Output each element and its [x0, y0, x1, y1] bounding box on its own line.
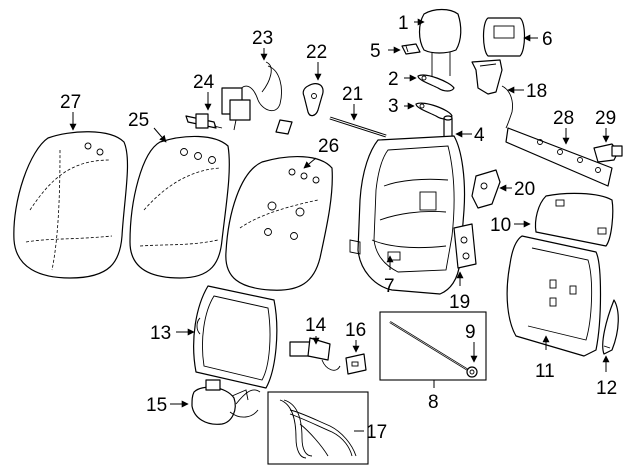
callout-25: 25 [128, 110, 149, 131]
callout-18: 18 [526, 81, 547, 102]
part-27-cushion-cover [13, 131, 129, 279]
part-7-seat-frame [349, 135, 466, 295]
part-5-clip [401, 43, 421, 55]
callout-6: 6 [542, 29, 553, 50]
part-13-lumbar-mat [193, 285, 278, 389]
callout-26: 26 [318, 136, 339, 157]
callout-22: 22 [306, 42, 327, 63]
callout-20: 20 [514, 179, 535, 200]
callout-8: 8 [428, 392, 439, 413]
part-1-headrest [418, 8, 462, 76]
callout-24: 24 [193, 72, 215, 93]
part-19-recliner-motor [453, 223, 477, 269]
part-22-lever [302, 83, 324, 117]
part-29-plug [593, 143, 623, 163]
part-20-actuator [471, 169, 501, 209]
part-12-trim-piece [602, 299, 619, 355]
part-17-box [267, 391, 369, 465]
callout-14: 14 [305, 315, 327, 336]
callout-2: 2 [388, 69, 399, 90]
callout-9: 9 [465, 322, 476, 343]
part-2-guide [417, 74, 455, 92]
callout-16: 16 [345, 320, 366, 341]
callout-15: 15 [146, 395, 167, 416]
callout-28: 28 [553, 108, 574, 129]
callout-17: 17 [366, 422, 387, 443]
callout-1: 1 [398, 13, 409, 34]
part-28-trim-strip [505, 127, 613, 187]
part-23-wiring-harness [221, 61, 293, 135]
callout-7: 7 [384, 276, 395, 297]
callout-12: 12 [596, 378, 617, 399]
part-24-connector [185, 113, 223, 129]
part-11-side-shield [506, 235, 602, 357]
callout-27: 27 [60, 92, 81, 113]
part-9-box [379, 311, 487, 381]
callout-13: 13 [150, 323, 171, 344]
callout-29: 29 [595, 108, 616, 129]
callout-11: 11 [535, 361, 555, 382]
part-21-rod [329, 116, 387, 138]
callout-19: 19 [449, 292, 470, 313]
callout-3: 3 [388, 96, 399, 117]
callout-21: 21 [342, 84, 363, 105]
callout-10: 10 [490, 215, 511, 236]
part-15-pump [191, 379, 261, 425]
part-6-headrest-cover [482, 17, 526, 57]
part-14-valve [289, 337, 341, 371]
callout-23: 23 [252, 28, 273, 49]
part-25-seat-pad [129, 135, 230, 279]
callout-4: 4 [474, 125, 485, 146]
part-10-back-panel [534, 192, 614, 247]
part-26-back-pad [225, 156, 333, 291]
callout-5: 5 [370, 41, 381, 62]
part-16-module [345, 353, 367, 375]
part-18-guide-frame [471, 59, 513, 129]
